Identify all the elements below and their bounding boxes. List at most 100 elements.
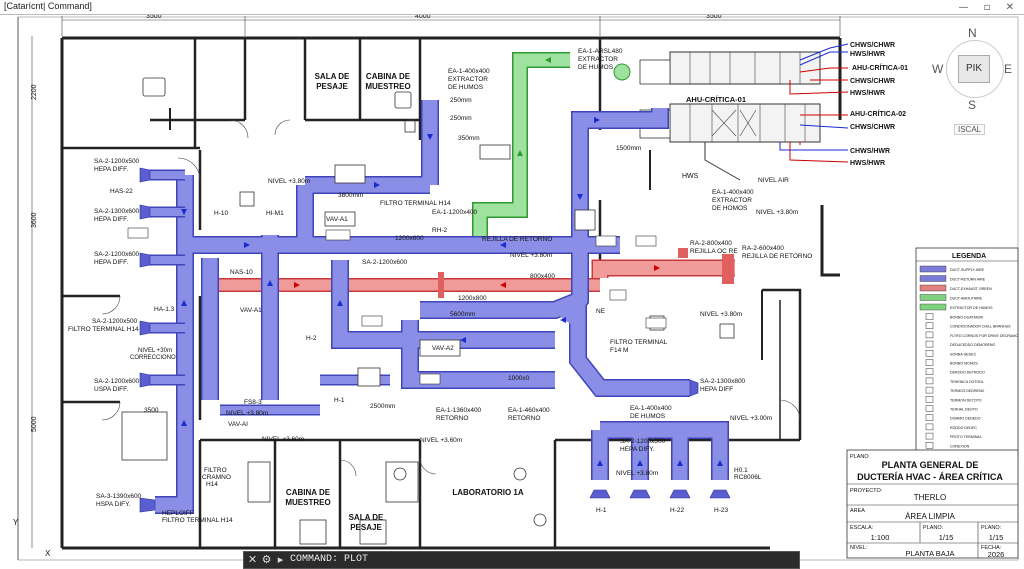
exhaust-duct[interactable] (212, 248, 735, 298)
top-bar: [Catarícnt| Command] — ▫ ✕ (0, 0, 1024, 15)
exhaust-arrows (294, 265, 660, 288)
viewcube-west[interactable]: W (932, 62, 944, 76)
svg-text:AHU-CRÍTICA-01: AHU-CRÍTICA-01 (852, 63, 908, 72)
svg-text:NIVEL +3.60m: NIVEL +3.60m (420, 437, 462, 444)
svg-text:1200x800: 1200x800 (458, 295, 487, 302)
command-input[interactable]: COMMAND: PLOT (290, 554, 369, 565)
top-dimensions: 3500 4000 3500 (61, 13, 841, 36)
svg-text:CHWS/CHWR: CHWS/CHWR (850, 42, 895, 49)
viewcube-scale[interactable]: ISCAL (954, 124, 986, 135)
viewcube-east[interactable]: E (1004, 62, 1013, 76)
close-icon[interactable]: ✕ (247, 553, 258, 566)
dim-3: 3500 (706, 13, 722, 20)
svg-text:1200x600: 1200x600 (395, 235, 424, 242)
pipe-labels: CHWS/CHWR HWS/HWR AHU-CRÍTICA-01 CHWS/CH… (682, 42, 908, 180)
tag-boxes (127, 227, 667, 385)
svg-text:HWS/HWR: HWS/HWR (850, 51, 885, 58)
viewcube-north[interactable]: N (968, 26, 977, 40)
green-arrows (517, 57, 551, 156)
svg-text:H-1: H-1 (334, 397, 345, 404)
viewcube[interactable]: N S W E PIK ISCAL (930, 24, 1018, 135)
prompt-icon[interactable]: ▸ (277, 553, 284, 566)
svg-text:Y: Y (13, 518, 19, 527)
svg-text:CHWS/CHWR: CHWS/CHWR (850, 78, 895, 85)
svg-text:VAV-A1: VAV-A1 (240, 307, 262, 314)
svg-text:NIVEL +3.80m: NIVEL +3.80m (226, 410, 268, 417)
viewcube-face[interactable]: PIK (958, 55, 990, 83)
svg-text:FS8-3: FS8-3 (244, 399, 262, 406)
svg-text:HWS/HWR: HWS/HWR (850, 160, 885, 167)
svg-text:NAS-10: NAS-10 (230, 269, 253, 276)
left-dimensions: 2200 3600 5000 Y X (13, 36, 51, 558)
svg-text:NIVEL +3.80m: NIVEL +3.80m (756, 209, 798, 216)
svg-text:HWS/HWR: HWS/HWR (850, 90, 885, 97)
svg-text:H-22: H-22 (670, 507, 684, 514)
svg-text:1000x0: 1000x0 (508, 375, 530, 382)
svg-text:NE: NE (596, 308, 606, 315)
svg-text:H-23: H-23 (714, 507, 728, 514)
settings-icon[interactable]: ⚙ (261, 553, 272, 566)
svg-text:2500mm: 2500mm (370, 403, 395, 410)
svg-text:AHU-CRÍTICA-02: AHU-CRÍTICA-02 (850, 109, 906, 118)
diffusers[interactable] (139, 167, 731, 513)
command-bar[interactable]: ✕ ⚙ ▸ COMMAND: PLOT (243, 551, 800, 569)
svg-text:350mm: 350mm (458, 135, 480, 142)
svg-text:X: X (45, 549, 51, 558)
dim-2: 4000 (415, 13, 431, 20)
svg-text:NIVEL AIR: NIVEL AIR (758, 177, 789, 184)
svg-text:250mm: 250mm (450, 97, 472, 104)
command-label[interactable]: [Catarícnt| Command] (4, 1, 92, 11)
pipes (704, 43, 849, 181)
dim-v1: 2200 (31, 84, 38, 100)
svg-text:H-10: H-10 (214, 210, 228, 217)
svg-text:HWS: HWS (682, 173, 699, 180)
door-swings (101, 119, 801, 477)
svg-text:1500mm: 1500mm (616, 145, 641, 152)
fixtures (121, 77, 547, 545)
svg-text:SA-2-1200x600: SA-2-1200x600 (362, 259, 408, 266)
svg-text:HA-1.3: HA-1.3 (154, 306, 175, 313)
dim-1: 3500 (146, 13, 162, 20)
ahu-units[interactable]: AHU-CRÍTICA-01 (639, 51, 821, 143)
ahu1-label: AHU-CRÍTICA-01 (686, 95, 746, 104)
svg-text:HI-M1: HI-M1 (266, 210, 284, 217)
svg-text:NIVEL +3.80m: NIVEL +3.80m (616, 470, 658, 477)
window-controls[interactable]: — ▫ ✕ (958, 2, 1020, 13)
green-duct[interactable] (472, 52, 631, 240)
svg-text:NIVEL +3.00m: NIVEL +3.00m (730, 415, 772, 422)
viewcube-ring[interactable] (946, 40, 1004, 98)
svg-text:NIVEL +3.80m: NIVEL +3.80m (268, 178, 310, 185)
svg-text:VAV-AI: VAV-AI (228, 421, 248, 428)
svg-text:CHWS/CHWR: CHWS/CHWR (850, 124, 895, 131)
svg-text:NIVEL +3.80m: NIVEL +3.80m (700, 311, 742, 318)
svg-text:3500: 3500 (144, 407, 159, 414)
svg-text:VAV-A1: VAV-A1 (326, 216, 348, 223)
svg-text:H-1: H-1 (596, 507, 607, 514)
viewcube-south[interactable]: S (968, 98, 977, 112)
room-laboratorio: LABORATORIO 1A (452, 488, 523, 497)
svg-text:H-2: H-2 (306, 335, 317, 342)
svg-text:REJILLA DE RETORNO: REJILLA DE RETORNO (482, 236, 552, 243)
